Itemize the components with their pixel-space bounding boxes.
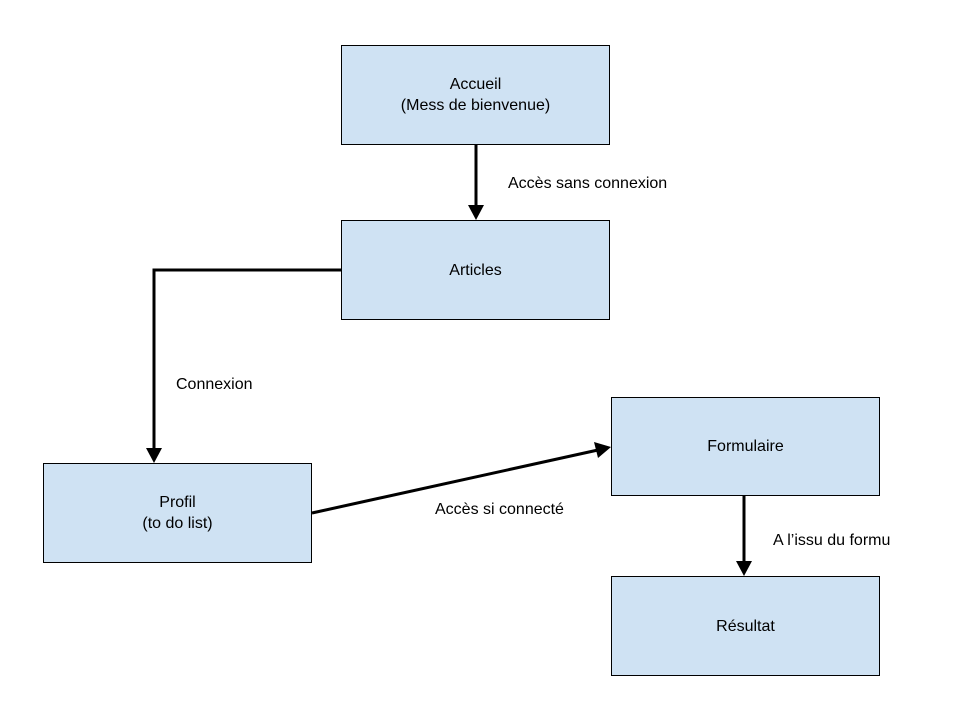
edge-label-acces-sans-connexion: Accès sans connexion (508, 175, 668, 192)
edge-profil-formulaire (311, 448, 599, 515)
node-profil: Profil (to do list) (43, 463, 312, 563)
arrowhead-profil (146, 448, 162, 463)
edge-label-acces-si-connecte: Accès si connecté (435, 501, 564, 518)
arrowhead-resultat (736, 561, 752, 576)
arrowhead-formulaire (594, 442, 611, 458)
arrowhead-articles (468, 205, 484, 220)
node-formulaire-title: Formulaire (707, 438, 784, 455)
edge-label-connexion: Connexion (176, 376, 253, 393)
node-accueil: Accueil (Mess de bienvenue) (341, 45, 610, 145)
node-articles: Articles (341, 220, 610, 320)
node-articles-title: Articles (449, 261, 502, 279)
node-profil-subtitle: (to do list) (142, 515, 213, 532)
node-accueil-title: Accueil (449, 76, 502, 93)
edge-label-issu-du-formulaire: A l’issu du formu (773, 532, 891, 549)
node-profil-title: Profil (159, 494, 196, 511)
node-accueil-subtitle: (Mess de bienvenue) (400, 97, 551, 114)
node-resultat-title: Résultat (716, 617, 775, 635)
node-formulaire: Formulaire (611, 397, 880, 496)
edge-articles-profil (152, 268, 341, 457)
node-resultat: Résultat (611, 576, 880, 676)
